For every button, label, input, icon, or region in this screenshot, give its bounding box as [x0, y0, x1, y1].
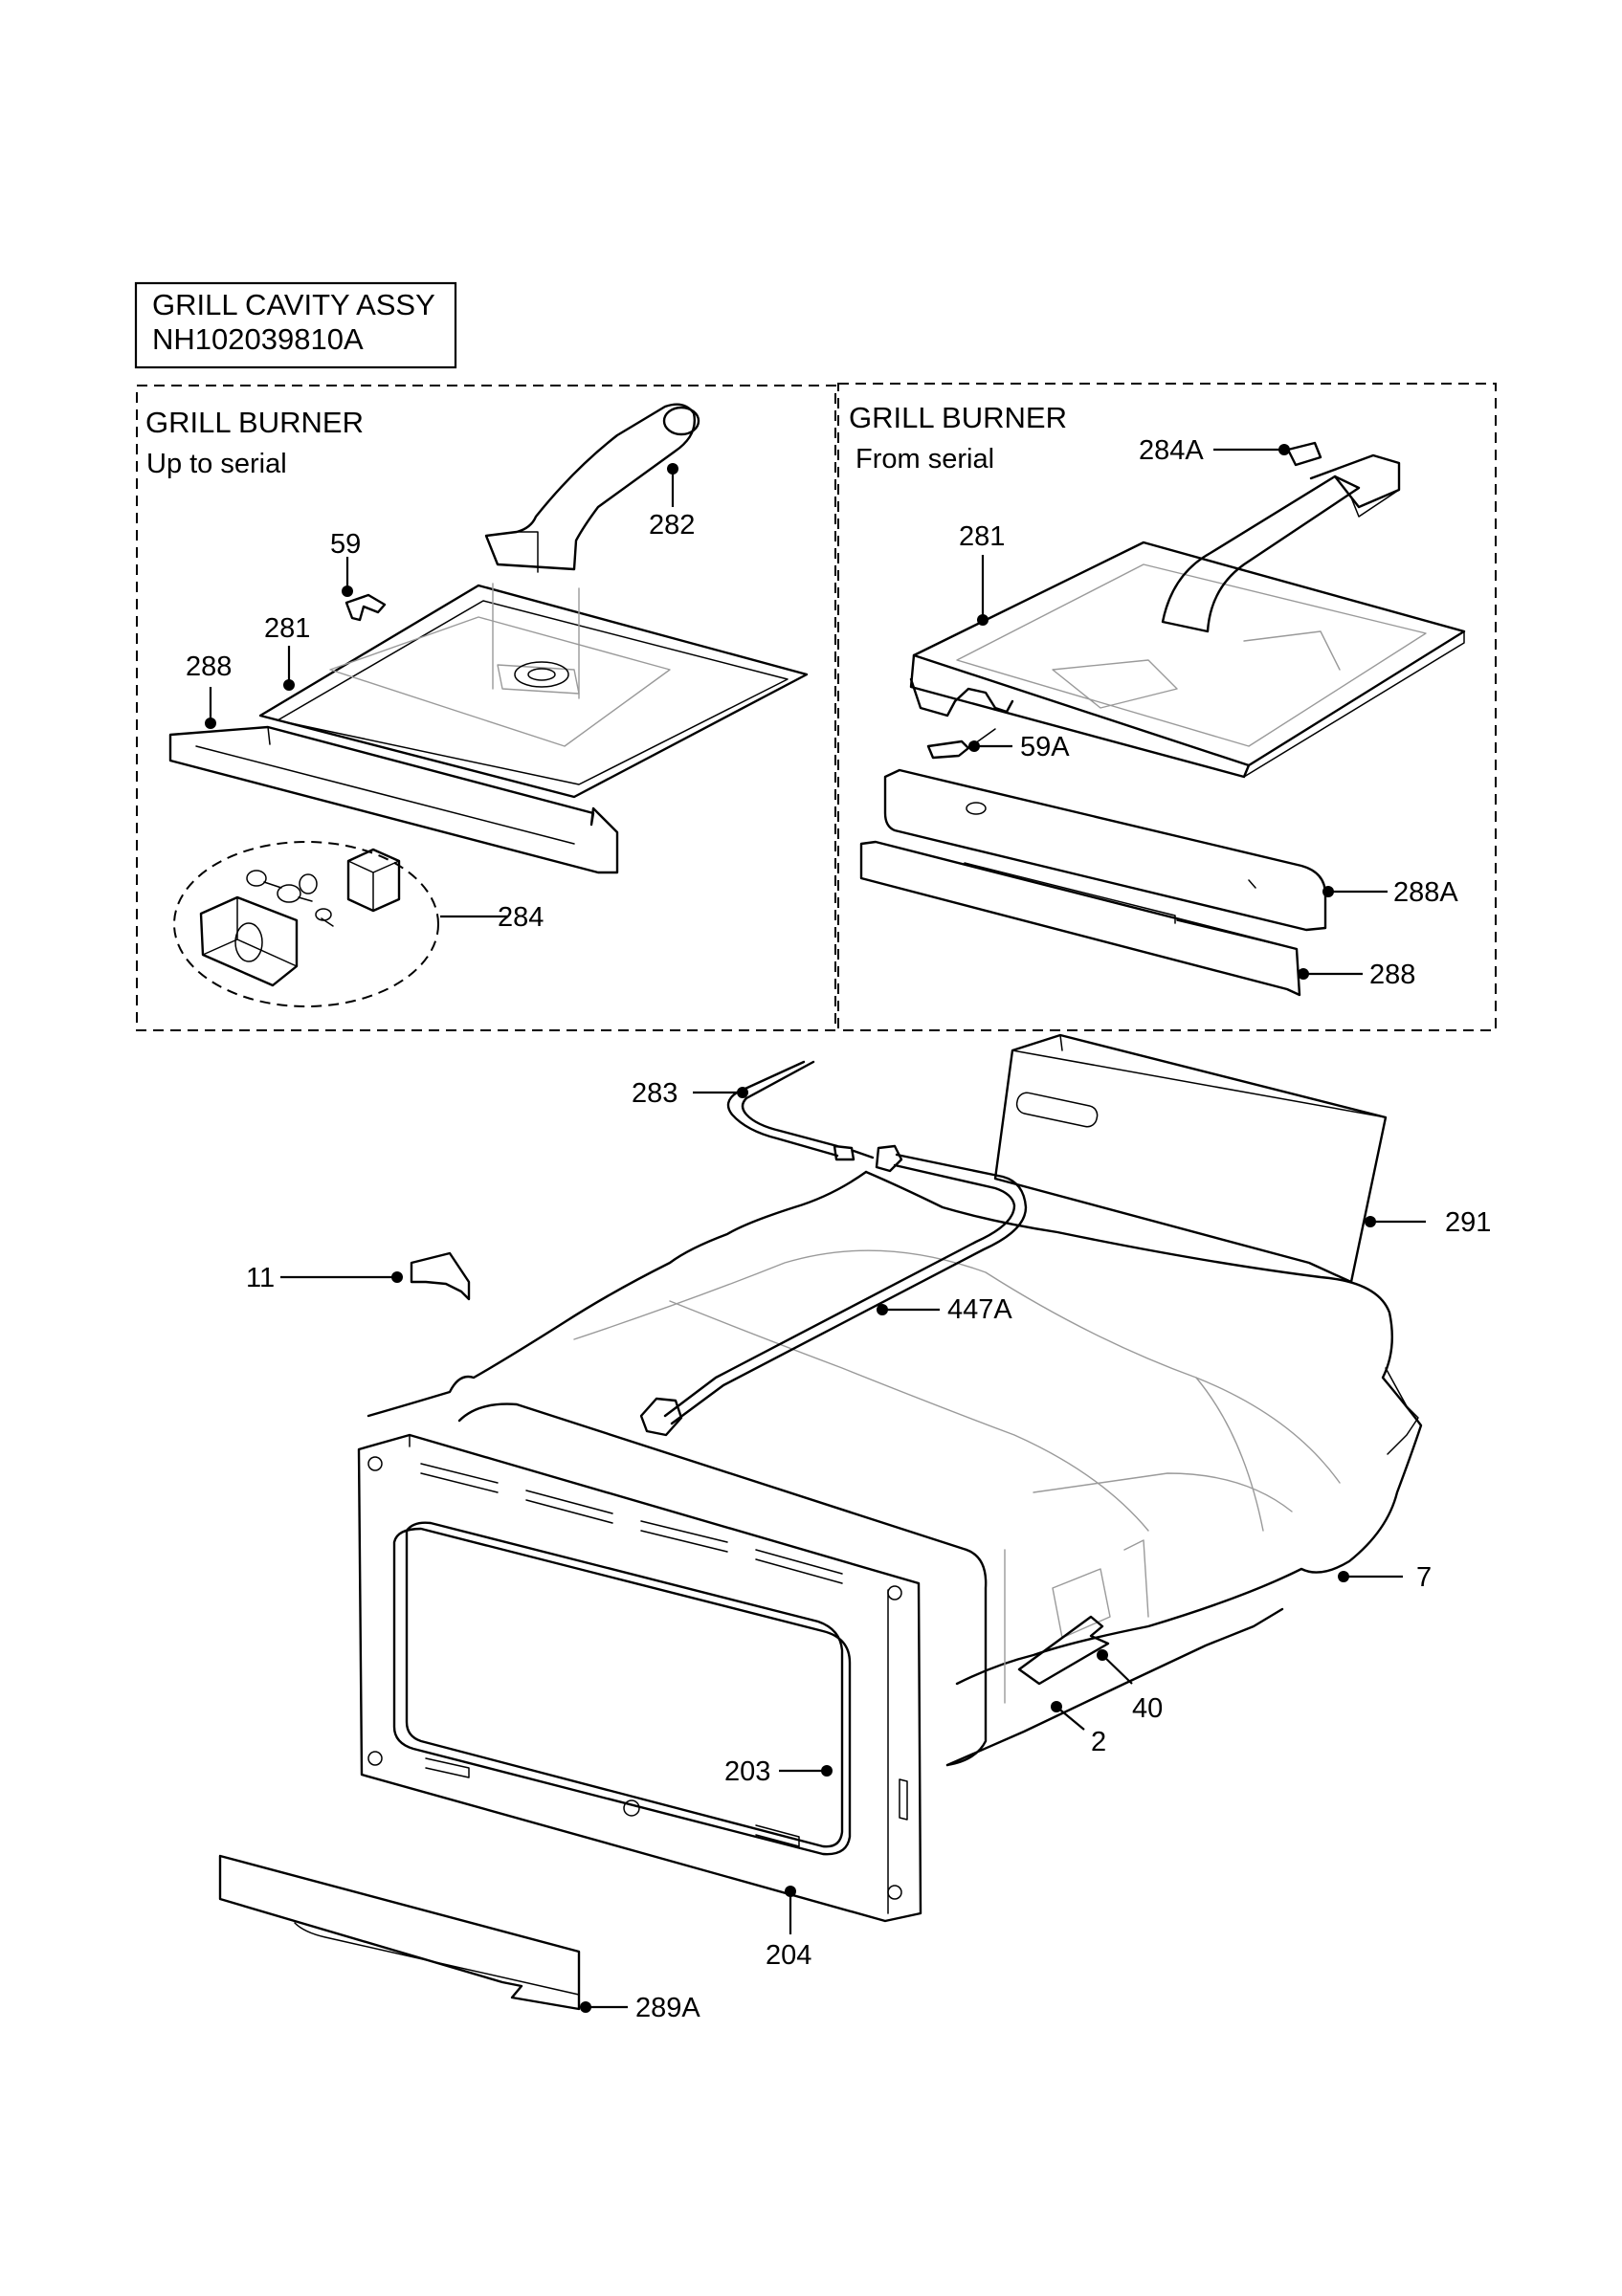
- panel-left-subheading: Up to serial: [146, 449, 287, 479]
- panel-left-heading: GRILL BURNER: [145, 406, 364, 439]
- callout-59A: 59A: [1020, 732, 1070, 762]
- callout-leaders: [205, 444, 1426, 2013]
- callout-labels: 59 282 281 288 284 284A 281 59A 288A 288…: [186, 435, 1491, 2023]
- callout-289A: 289A: [635, 1993, 700, 2023]
- callout-2: 2: [1091, 1727, 1106, 1757]
- callout-40: 40: [1132, 1693, 1163, 1724]
- callout-203: 203: [724, 1756, 770, 1787]
- main-cavity-assembly: [218, 1033, 1423, 2011]
- callout-288A: 288A: [1393, 877, 1458, 908]
- assembly-name: GRILL CAVITY ASSY: [152, 288, 435, 321]
- callout-7: 7: [1416, 1562, 1432, 1593]
- callout-11: 11: [246, 1263, 275, 1293]
- callout-447A: 447A: [947, 1294, 1012, 1325]
- right-burner-assembly: [859, 441, 1466, 997]
- callout-281-left: 281: [264, 613, 310, 644]
- callout-291: 291: [1445, 1207, 1491, 1238]
- callout-284A: 284A: [1139, 435, 1204, 466]
- panel-right-subheading: From serial: [855, 444, 994, 475]
- callout-288-right: 288: [1369, 960, 1415, 990]
- panel-right-heading: GRILL BURNER: [849, 401, 1067, 434]
- left-burner-assembly: [168, 403, 809, 874]
- callout-283: 283: [632, 1078, 678, 1109]
- callout-204: 204: [766, 1940, 811, 1971]
- igniter-kit-group: [173, 841, 439, 1007]
- title-box: GRILL CAVITY ASSY NH102039810A: [134, 281, 457, 369]
- callout-282: 282: [649, 510, 695, 541]
- assembly-code: NH102039810A: [152, 322, 364, 356]
- callout-59: 59: [330, 529, 361, 560]
- panel-left-frame: [136, 385, 836, 1031]
- callout-284: 284: [498, 902, 544, 933]
- callout-281-right: 281: [959, 521, 1005, 552]
- callout-288-left: 288: [186, 651, 232, 682]
- panel-right-frame: [837, 383, 1497, 1031]
